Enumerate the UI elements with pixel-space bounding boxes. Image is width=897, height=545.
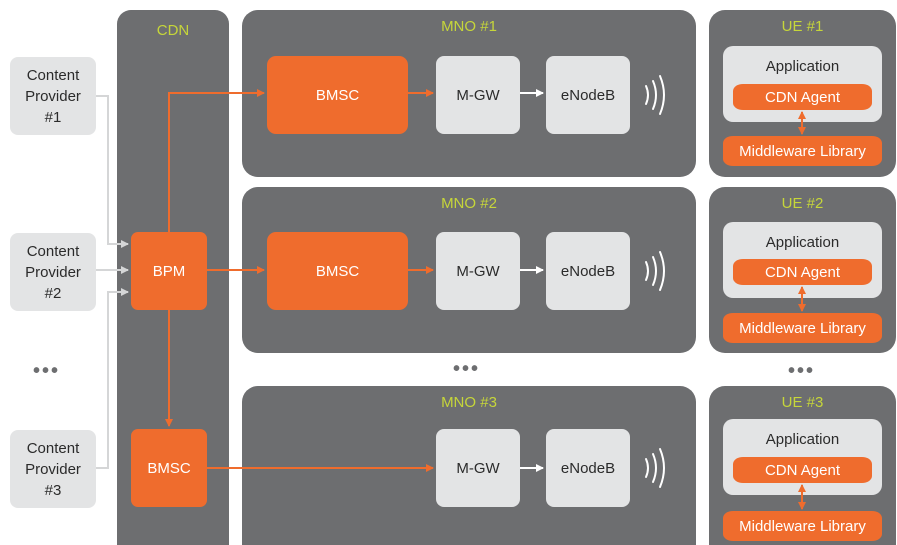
mno-2-mgw: M-GW	[436, 232, 520, 310]
ue-3-middleware-library: Middleware Library	[723, 511, 882, 541]
cdn-title: CDN	[156, 22, 190, 39]
cp2-line1: Content	[26, 242, 80, 260]
ue-3-cdn-agent: CDN Agent	[733, 457, 872, 483]
wireless-signal-icon	[645, 75, 665, 115]
bpm-box: BPM	[131, 232, 207, 310]
ue-2-application-label: Application	[765, 234, 840, 251]
cp3-to-bpm-arrow	[96, 288, 129, 469]
ue-2-middleware-library: Middleware Library	[723, 313, 882, 343]
cp3-line2: Provider	[25, 460, 81, 478]
ue-1-middleware-library: Middleware Library	[723, 136, 882, 166]
wireless-signal-icon	[645, 448, 665, 488]
mno-1-mgw: M-GW	[436, 56, 520, 134]
cp3-line3: #3	[44, 481, 62, 499]
ue-ellipsis: •••	[788, 360, 816, 382]
ue-2-cdn-agent: CDN Agent	[733, 259, 872, 285]
cp1-line1: Content	[26, 66, 80, 84]
bpm-to-mno1-bmsc-arrow	[168, 89, 265, 232]
cp1-line3: #1	[44, 108, 62, 126]
mno-3-mgw: M-GW	[436, 429, 520, 507]
ue-3-title: UE #3	[781, 394, 824, 411]
provider-ellipsis: •••	[33, 360, 61, 382]
ue-2-title: UE #2	[781, 195, 824, 212]
mno-ellipsis: •••	[453, 358, 481, 380]
ue-1-application-label: Application	[765, 58, 840, 75]
mno-3-enodeb: eNodeB	[546, 429, 630, 507]
ue-1-cdn-agent: CDN Agent	[733, 84, 872, 110]
mno-2-title: MNO #2	[441, 195, 497, 212]
mno-1-title: MNO #1	[441, 18, 497, 35]
cp2-line2: Provider	[25, 263, 81, 281]
cp2-line3: #2	[44, 284, 62, 302]
cp1-to-bpm-arrow	[96, 95, 129, 248]
wireless-signal-icon	[645, 251, 665, 291]
mno-1-bmsc: BMSC	[267, 56, 408, 134]
ue-1-title: UE #1	[781, 18, 824, 35]
cdn-bmsc-box: BMSC	[131, 429, 207, 507]
mno-2-enodeb: eNodeB	[546, 232, 630, 310]
mno-2-bmsc: BMSC	[267, 232, 408, 310]
mno-3-title: MNO #3	[441, 394, 497, 411]
cp3-line1: Content	[26, 439, 80, 457]
ue-3-application-label: Application	[765, 431, 840, 448]
mno-1-enodeb: eNodeB	[546, 56, 630, 134]
cp1-line2: Provider	[25, 87, 81, 105]
